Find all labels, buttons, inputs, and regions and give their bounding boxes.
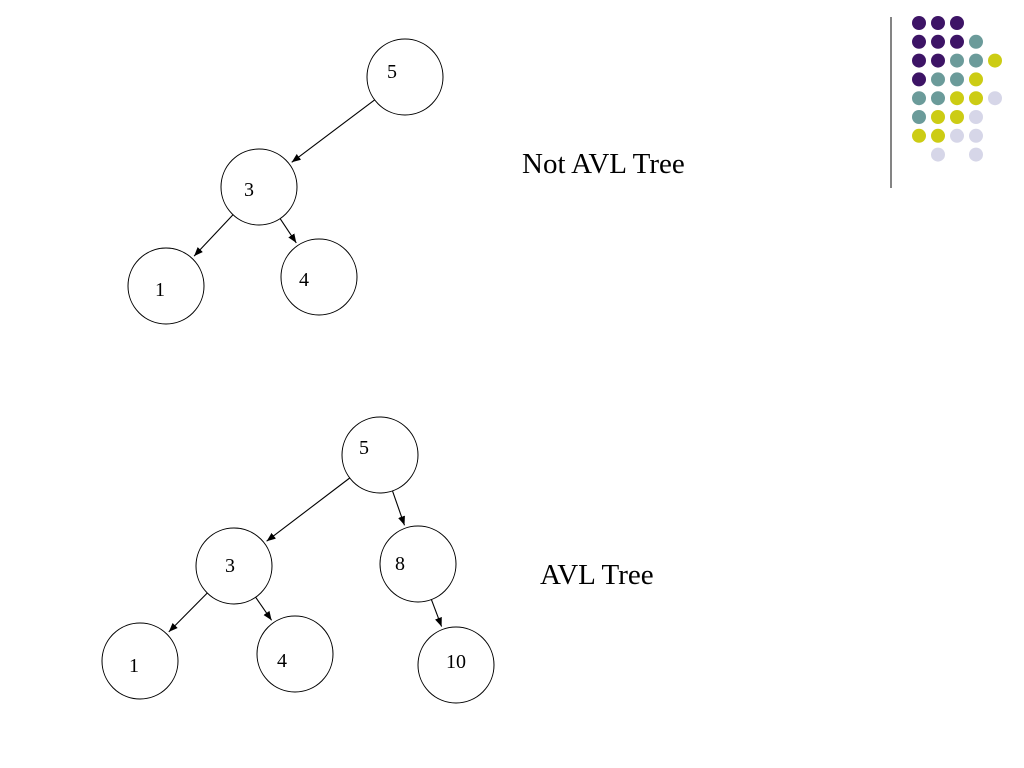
edge-b3-to-b4 <box>255 596 273 621</box>
decorative-dot <box>931 16 945 30</box>
decorative-dot <box>931 128 945 143</box>
decorative-dot <box>950 110 964 124</box>
node-label: 10 <box>446 651 466 673</box>
tree-node: 4 <box>280 238 358 316</box>
dot-grid-decoration <box>912 16 1002 162</box>
tree-not-avl: 5 3 1 4 <box>127 38 444 325</box>
tree-nodes: 5 3 1 4 <box>127 38 444 325</box>
node-circle <box>127 247 205 325</box>
decorative-dot <box>950 53 964 68</box>
decorative-dot <box>912 16 926 30</box>
tree-node: 8 <box>379 525 457 603</box>
decorative-dot <box>950 72 964 87</box>
decorative-dot <box>950 34 964 49</box>
decorative-dot <box>969 53 983 68</box>
decorative-dot <box>912 110 926 124</box>
decorative-dot <box>969 72 983 87</box>
tree-node: 3 <box>220 148 298 226</box>
node-label: 8 <box>395 553 405 575</box>
node-label: 5 <box>387 61 397 83</box>
decorative-dot <box>988 53 1002 68</box>
tree-edges <box>168 477 443 633</box>
node-circle <box>220 148 298 226</box>
node-circle <box>101 622 179 700</box>
edge-a3-to-a4 <box>279 218 297 244</box>
tree-node: 4 <box>256 615 334 693</box>
decorative-dot <box>912 53 926 68</box>
node-circle <box>366 38 444 116</box>
caption-not-avl-tree: Not AVL Tree <box>522 148 685 180</box>
node-label: 3 <box>244 179 254 201</box>
edge-b5-to-b8 <box>391 490 406 526</box>
decorative-dot <box>912 72 926 87</box>
node-circle <box>379 525 457 603</box>
tree-avl: 5 3 8 1 4 10 <box>101 416 495 704</box>
edge-b3-to-b1 <box>168 592 208 633</box>
decorative-dot <box>988 91 1002 106</box>
decorative-dot <box>931 91 945 106</box>
decorative-dot <box>931 110 945 124</box>
tree-node: 5 <box>366 38 444 116</box>
decorative-dot <box>931 147 945 162</box>
edge-a5-to-a3 <box>291 99 375 163</box>
node-circle <box>195 527 273 605</box>
decorative-dot <box>912 128 926 143</box>
decorative-dot <box>950 128 964 143</box>
node-label: 4 <box>277 650 287 672</box>
node-label: 4 <box>299 269 309 291</box>
node-circle <box>341 416 419 494</box>
node-label: 3 <box>225 555 235 577</box>
decorative-dot <box>912 91 926 106</box>
edge-b5-to-b3 <box>266 477 351 542</box>
decorative-dot <box>969 147 983 162</box>
decorative-dot <box>950 91 964 106</box>
decorative-dot <box>969 128 983 143</box>
decorative-dot <box>931 72 945 87</box>
decorative-dot <box>969 34 983 49</box>
tree-node: 1 <box>127 247 205 325</box>
node-circle <box>417 626 495 704</box>
node-label: 5 <box>359 437 369 459</box>
decorative-dot <box>931 34 945 49</box>
tree-node: 10 <box>417 626 495 704</box>
decorative-dot <box>950 16 964 30</box>
decorative-dot <box>912 34 926 49</box>
decorative-dot <box>969 91 983 106</box>
edge-a3-to-a1 <box>193 214 234 257</box>
tree-node: 1 <box>101 622 179 700</box>
tree-node: 5 <box>341 416 419 494</box>
node-label: 1 <box>129 655 139 677</box>
node-circle <box>280 238 358 316</box>
tree-nodes: 5 3 8 1 4 10 <box>101 416 495 704</box>
tree-node: 3 <box>195 527 273 605</box>
node-circle <box>256 615 334 693</box>
node-label: 1 <box>155 279 165 301</box>
edge-b8-to-b10 <box>430 599 443 627</box>
decorative-dot <box>931 53 945 68</box>
caption-avl-tree: AVL Tree <box>540 559 654 591</box>
tree-edges <box>193 99 375 257</box>
decorative-dot <box>969 110 983 124</box>
